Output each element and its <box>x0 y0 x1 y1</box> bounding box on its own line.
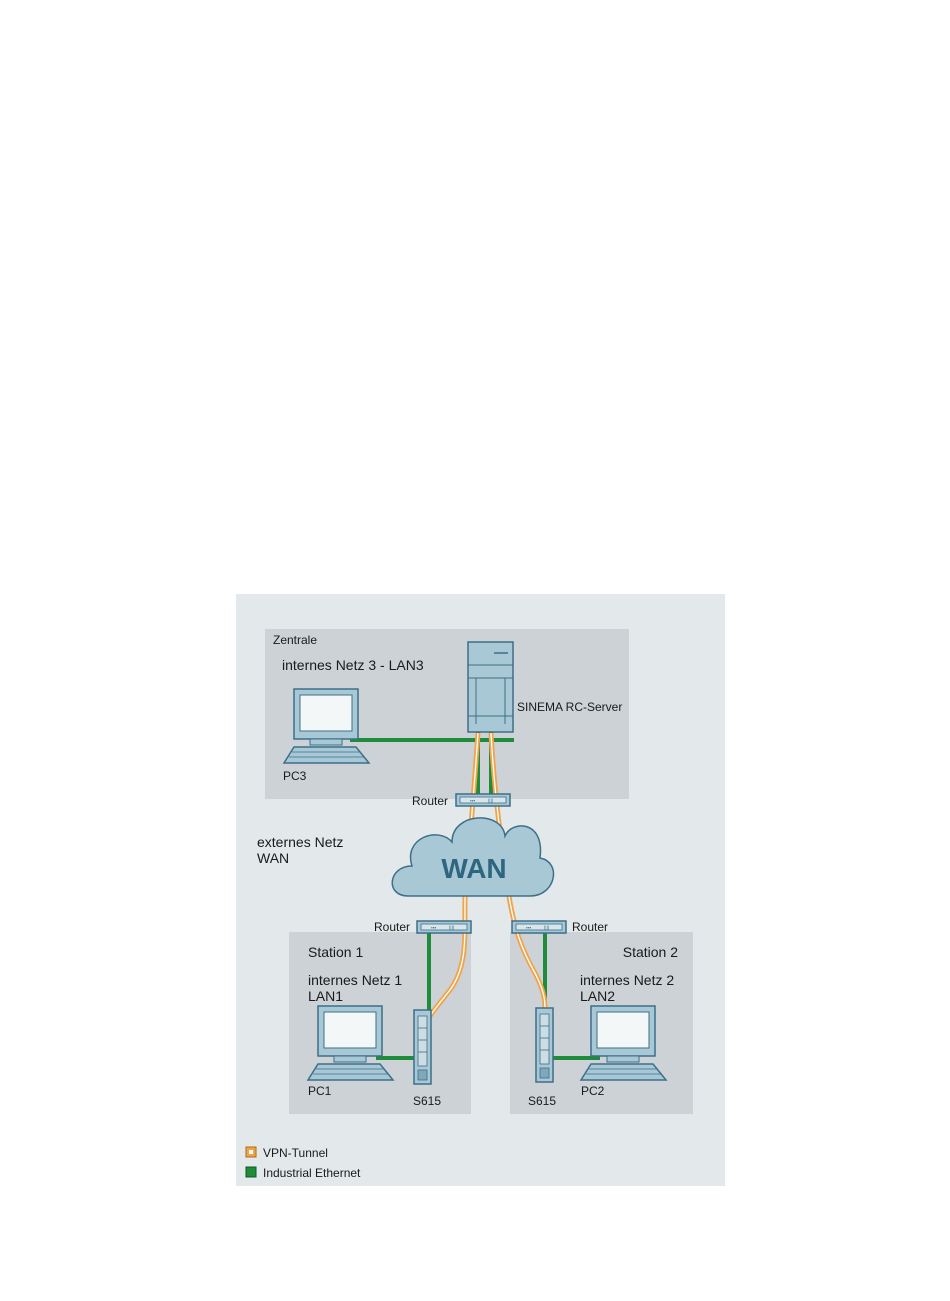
router-right-label: Router <box>572 920 608 934</box>
s615-right-icon <box>536 1008 553 1082</box>
pc2-label: PC2 <box>581 1084 605 1098</box>
station-2-net-line1: internes Netz 2 <box>580 972 674 988</box>
s615-left-icon <box>414 1010 431 1084</box>
pc3-icon <box>284 689 369 763</box>
svg-text:•••: ••• <box>470 799 476 805</box>
zone-zentrale-net: internes Netz 3 - LAN3 <box>282 657 424 673</box>
server-icon <box>468 642 513 732</box>
station-1-title: Station 1 <box>308 944 363 960</box>
router-left-icon: ••• |||| <box>417 921 471 933</box>
station-1-net-line1: internes Netz 1 <box>308 972 402 988</box>
station-2-net-line2: LAN2 <box>580 988 615 1004</box>
zone-zentrale-title: Zentrale <box>273 633 317 647</box>
pc1-icon <box>308 1006 393 1080</box>
svg-text:||||: |||| <box>449 926 454 932</box>
legend-ethernet-swatch <box>246 1167 256 1177</box>
external-net-line1: externes Netz <box>257 834 343 850</box>
s615-right-label: S615 <box>528 1094 556 1108</box>
legend-ethernet-label: Industrial Ethernet <box>263 1166 361 1180</box>
legend-vpn-label: VPN-Tunnel <box>263 1146 328 1160</box>
svg-text:•••: ••• <box>526 926 532 932</box>
cloud-label: WAN <box>441 853 506 884</box>
pc2-icon <box>581 1006 666 1080</box>
router-left-label: Router <box>374 920 410 934</box>
svg-text:||||: |||| <box>544 926 549 932</box>
external-net-line2: WAN <box>257 850 289 866</box>
station-1-net-line2: LAN1 <box>308 988 343 1004</box>
s615-left-label: S615 <box>413 1094 441 1108</box>
server-label: SINEMA RC-Server <box>517 700 622 714</box>
router-top-label: Router <box>412 794 448 808</box>
router-top-icon: ••• |||| <box>456 794 510 806</box>
pc3-label: PC3 <box>283 769 307 783</box>
svg-text:•••: ••• <box>431 926 437 932</box>
router-right-icon: ••• |||| <box>512 921 566 933</box>
station-2-title: Station 2 <box>623 944 678 960</box>
svg-text:||||: |||| <box>488 799 493 805</box>
pc1-label: PC1 <box>308 1084 332 1098</box>
